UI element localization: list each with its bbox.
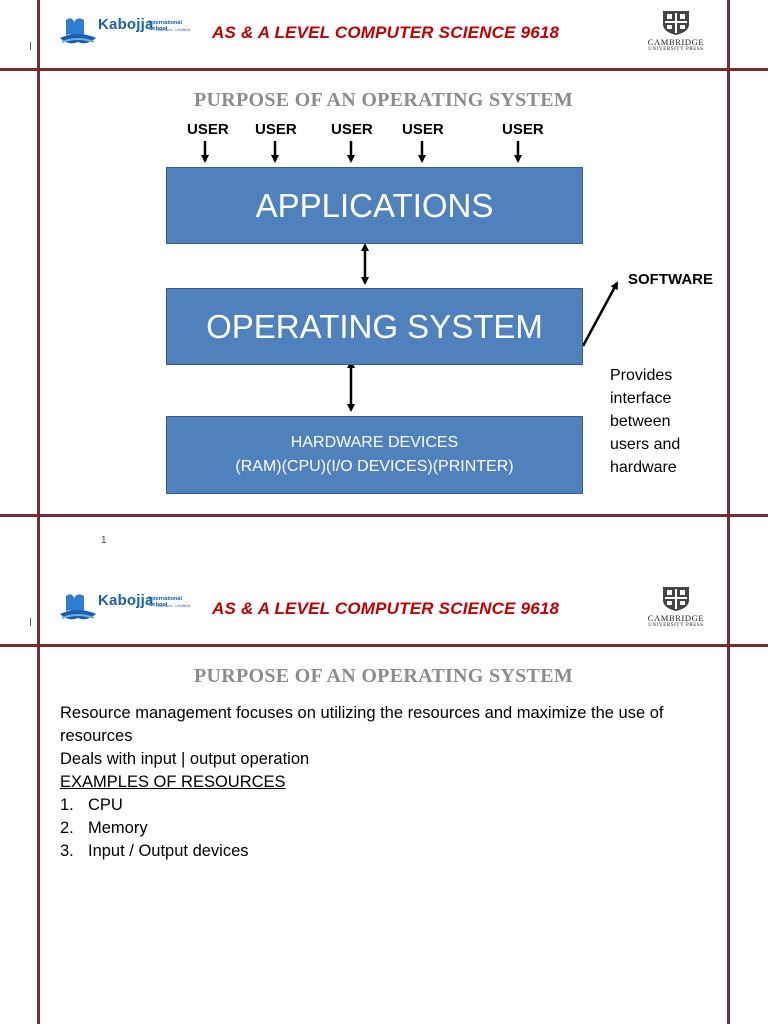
user-label: USER: [255, 121, 297, 138]
cambridge-crest-icon: [663, 11, 689, 35]
list-item: 3. Input / Output devices: [60, 840, 720, 863]
school-logo-icon: [60, 594, 96, 620]
operating-system-box: OPERATING SYSTEM: [166, 288, 583, 365]
io-operation-text: Deals with input | output operation: [60, 750, 310, 768]
note-line: hardware: [610, 459, 677, 476]
publisher-name: CAMBRIDGE: [647, 613, 705, 623]
logo-name: Kabojja: [98, 592, 154, 609]
slide-header-1: Kabojja International School KAMPALA - U…: [30, 0, 727, 68]
list-text: Input / Output devices: [88, 842, 249, 860]
diagram-arrows: [201, 141, 619, 412]
school-logo: Kabojja International School KAMPALA - U…: [30, 588, 198, 628]
list-number: 2.: [60, 819, 74, 837]
page-number: 1: [101, 535, 107, 546]
hardware-devices-box: HARDWARE DEVICES (RAM)(CPU)(I/O DEVICES)…: [166, 416, 583, 494]
slide-title-1: PURPOSE OF AN OPERATING SYSTEM: [193, 89, 574, 111]
examples-heading: EXAMPLES OF RESOURCES: [60, 773, 286, 791]
publisher-press: UNIVERSITY PRESS: [648, 47, 704, 52]
header-divider-2: [0, 644, 768, 647]
slide-divider: [0, 514, 768, 517]
interface-note: Provides interface between users and har…: [610, 364, 720, 479]
course-title: AS & A LEVEL COMPUTER SCIENCE 9618: [212, 23, 560, 42]
user-label: USER: [331, 121, 373, 138]
resource-management-text: Resource management focuses on utilizing…: [60, 704, 664, 745]
note-line: Provides: [610, 367, 673, 384]
logo-school: International School: [149, 596, 183, 608]
hardware-title: HARDWARE DEVICES: [290, 434, 459, 451]
list-item: 2. Memory: [60, 817, 720, 840]
list-item: 1. CPU: [60, 794, 720, 817]
user-label: USER: [187, 121, 229, 138]
cambridge-logo: CAMBRIDGE UNIVERSITY PRESS: [640, 10, 712, 58]
slide-header-2: Kabojja International School KAMPALA - U…: [30, 576, 727, 644]
publisher-press: UNIVERSITY PRESS: [648, 623, 704, 628]
course-title: AS & A LEVEL COMPUTER SCIENCE 9618: [212, 599, 560, 618]
user-label: USER: [502, 121, 544, 138]
applications-box: APPLICATIONS: [166, 167, 583, 244]
hardware-list: (RAM)(CPU)(I/O DEVICES)(PRINTER): [235, 458, 514, 475]
logo-subtitle: KAMPALA - UGANDA: [156, 604, 191, 608]
user-down-arrows: [201, 141, 522, 163]
school-logo: Kabojja International School KAMPALA - U…: [30, 12, 198, 52]
software-label: SOFTWARE: [628, 271, 713, 288]
note-line: interface: [610, 390, 672, 407]
cambridge-logo: CAMBRIDGE UNIVERSITY PRESS: [640, 586, 712, 634]
note-line: between: [610, 413, 671, 430]
left-border: [37, 0, 40, 1024]
header-divider-1: [0, 68, 768, 71]
user-label: USER: [402, 121, 444, 138]
school-logo-icon: [60, 18, 96, 44]
note-line: users and: [610, 436, 681, 453]
logo-name: Kabojja: [98, 16, 154, 33]
slide-body: Resource management focuses on utilizing…: [60, 702, 720, 863]
list-number: 3.: [60, 842, 74, 860]
list-text: Memory: [88, 819, 148, 837]
right-border: [727, 0, 730, 1024]
list-text: CPU: [88, 796, 123, 814]
logo-subtitle: KAMPALA - UGANDA: [156, 28, 191, 32]
cambridge-crest-icon: [663, 587, 689, 611]
publisher-name: CAMBRIDGE: [647, 37, 705, 47]
software-pointer-arrow: [581, 281, 619, 347]
slide-title-2: PURPOSE OF AN OPERATING SYSTEM: [193, 665, 574, 687]
resources-list: 1. CPU 2. Memory 3. Input / Output devices: [60, 794, 720, 863]
logo-school: International School: [149, 20, 183, 32]
list-number: 1.: [60, 796, 74, 814]
